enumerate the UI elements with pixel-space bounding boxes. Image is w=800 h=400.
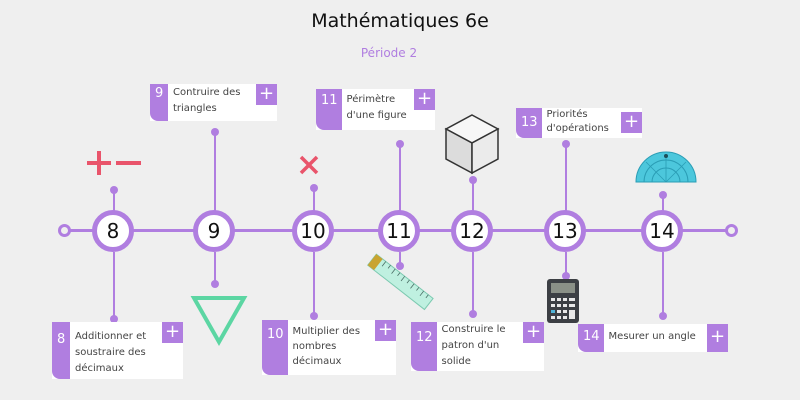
- lesson-card-12[interactable]: 12 Construire le patron d'un solide +: [411, 322, 544, 371]
- node-label: 9: [207, 219, 221, 243]
- stem-12-up: [472, 180, 474, 212]
- node-label: 11: [386, 219, 412, 243]
- stem-8-up: [113, 190, 115, 212]
- node-label: 13: [552, 219, 578, 243]
- add-button[interactable]: +: [523, 322, 544, 343]
- add-button[interactable]: +: [621, 112, 642, 133]
- card-number: 10: [262, 320, 288, 375]
- calculator-icon: [547, 279, 579, 323]
- stem-dot: [110, 186, 118, 194]
- add-button[interactable]: +: [414, 89, 435, 110]
- card-number: 12: [411, 322, 437, 371]
- stem-dot: [396, 262, 404, 270]
- card-text: Contruire des triangles: [173, 87, 241, 114]
- timeline-end-cap: [725, 224, 738, 237]
- card-number: 8: [52, 322, 70, 379]
- timeline-node-8[interactable]: 8: [92, 210, 134, 252]
- card-text: Mesurer un angle: [608, 331, 696, 342]
- stem-13-up: [565, 145, 567, 212]
- stem-8-down: [113, 252, 115, 320]
- card-number: 9: [150, 84, 168, 121]
- lesson-card-13[interactable]: 13 Priorités d'opérations +: [516, 108, 642, 138]
- stem-11-up: [399, 145, 401, 212]
- triangle-icon: [190, 296, 248, 347]
- timeline-start-cap: [58, 224, 71, 237]
- ruler-icon: [367, 253, 434, 311]
- stem-dot: [659, 312, 667, 320]
- stem-dot: [211, 128, 219, 136]
- card-number: 11: [316, 89, 342, 130]
- timeline-node-13[interactable]: 13: [544, 210, 586, 252]
- lesson-card-9[interactable]: 9 Contruire des triangles +: [150, 84, 277, 121]
- card-number: 14: [578, 324, 604, 352]
- timeline-node-10[interactable]: 10: [292, 210, 334, 252]
- cube-icon: [444, 114, 500, 175]
- add-button[interactable]: +: [256, 84, 277, 105]
- period-subtitle: Période 2: [360, 46, 418, 60]
- timeline-node-14[interactable]: 14: [641, 210, 683, 252]
- lesson-card-14[interactable]: 14 Mesurer un angle +: [578, 324, 728, 352]
- stem-14-up: [662, 195, 664, 212]
- plus-minus-icon: [87, 151, 141, 175]
- lesson-card-8[interactable]: 8 Additionner et soustraire des décimaux…: [52, 322, 183, 379]
- stem-dot: [562, 140, 570, 148]
- stem-14-down: [662, 252, 664, 316]
- node-label: 8: [106, 219, 120, 243]
- node-label: 10: [300, 219, 326, 243]
- node-label: 12: [459, 219, 485, 243]
- add-button[interactable]: +: [707, 324, 728, 352]
- protractor-icon: [635, 151, 697, 183]
- stem-dot: [211, 280, 219, 288]
- timeline-node-12[interactable]: 12: [451, 210, 493, 252]
- card-text: Multiplier des nombres décimaux: [292, 326, 361, 367]
- stem-10-down: [313, 252, 315, 316]
- card-number: 13: [516, 108, 542, 138]
- stem-dot: [396, 140, 404, 148]
- lesson-card-10[interactable]: 10 Multiplier des nombres décimaux +: [262, 320, 396, 375]
- node-label: 14: [649, 219, 675, 243]
- timeline-node-11[interactable]: 11: [378, 210, 420, 252]
- add-button[interactable]: +: [162, 322, 183, 343]
- stem-10-up: [313, 190, 315, 212]
- stem-9-up: [214, 132, 216, 212]
- stem-13-down: [565, 252, 567, 276]
- card-text: Construire le patron d'un solide: [441, 324, 506, 367]
- stem-dot: [659, 191, 667, 199]
- stem-9-down: [214, 252, 216, 282]
- stem-dot: [310, 184, 318, 192]
- stem-dot: [562, 272, 570, 280]
- stem-12-down: [472, 252, 474, 314]
- multiply-icon: [299, 155, 319, 175]
- stem-dot: [469, 176, 477, 184]
- card-text: Additionner et soustraire des décimaux: [75, 331, 147, 374]
- stem-dot: [110, 315, 118, 323]
- add-button[interactable]: +: [375, 320, 396, 341]
- timeline-node-9[interactable]: 9: [193, 210, 235, 252]
- page-title: Mathématiques 6e: [311, 10, 489, 32]
- card-text: Priorités d'opérations: [546, 109, 609, 134]
- stem-dot: [469, 310, 477, 318]
- stem-dot: [310, 312, 318, 320]
- stem-11-down: [399, 252, 401, 266]
- card-text: Périmètre d'une figure: [346, 94, 407, 121]
- lesson-card-11[interactable]: 11 Périmètre d'une figure +: [316, 89, 435, 130]
